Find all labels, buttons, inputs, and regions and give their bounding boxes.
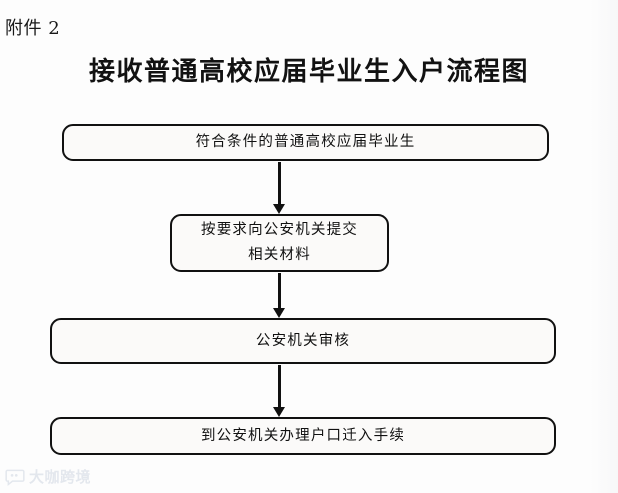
connector-shaft [278, 365, 281, 408]
flow-node-1: 符合条件的普通高校应届毕业生 [62, 124, 549, 161]
arrowhead-down-icon [273, 308, 285, 318]
page-title: 接收普通高校应届毕业生入户流程图 [88, 57, 529, 87]
flow-node-3-label: 公安机关审核 [255, 332, 351, 349]
flow-connector-3 [272, 365, 286, 417]
flow-node-2: 按要求向公安机关提交 相关材料 [170, 214, 389, 272]
connector-shaft [278, 162, 281, 205]
flow-node-2-label: 按要求向公安机关提交 相关材料 [201, 222, 358, 263]
flow-node-4-label: 到公安机关办理户口迁入手续 [200, 427, 406, 444]
flow-node-3: 公安机关审核 [50, 318, 556, 364]
connector-shaft [278, 273, 281, 309]
flow-node-4: 到公安机关办理户口迁入手续 [50, 417, 556, 455]
flow-node-1-label: 符合条件的普通高校应届毕业生 [195, 134, 416, 150]
arrowhead-down-icon [273, 407, 285, 417]
arrowhead-down-icon [273, 204, 285, 214]
flow-connector-2 [272, 273, 286, 318]
attachment-label: 附件 2 [5, 18, 61, 39]
flow-connector-1 [272, 162, 286, 214]
